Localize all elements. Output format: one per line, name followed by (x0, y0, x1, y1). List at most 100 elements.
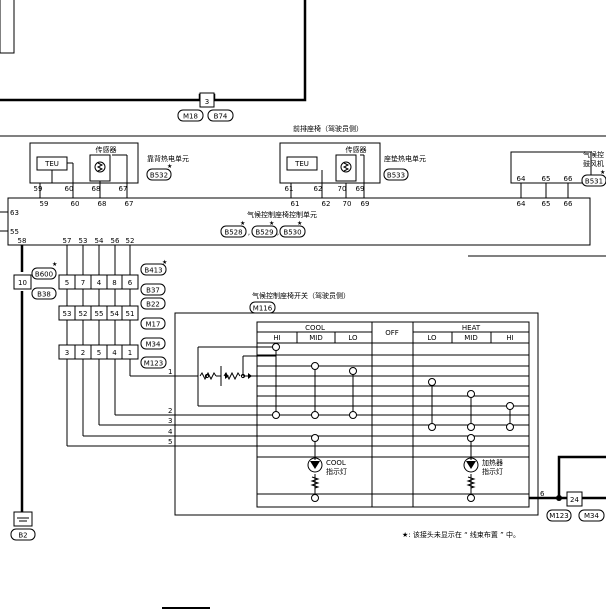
ground-box (13, 511, 33, 527)
cu-bottom-pin: 53 (79, 237, 88, 245)
harness-conn: M123 (144, 360, 163, 368)
cu-connector: B530 (283, 229, 301, 237)
harness-star: ★ (162, 259, 167, 266)
switch-terminal: 1 (168, 368, 172, 376)
ground-connector: B2 (18, 532, 27, 540)
right-connector-pin: 24 (570, 496, 579, 504)
right-star: ★ (600, 169, 605, 176)
harness-pin: 4 (97, 279, 102, 287)
right-unit-connector: B531 (585, 178, 603, 186)
heat-mode: HI (506, 334, 513, 342)
top-connector-box (199, 92, 215, 108)
right-pin: 66 (564, 175, 573, 183)
harness-pin: 5 (65, 279, 69, 287)
cu-bottom-pin: 52 (126, 237, 135, 245)
cu-pin: 66 (564, 200, 573, 208)
right-unit-box (510, 151, 592, 184)
cu-star: ★ (240, 220, 245, 227)
harness-star: ★ (52, 261, 57, 268)
cu-pin: 65 (542, 200, 551, 208)
cu-pin: 59 (40, 200, 49, 208)
cushion-connector: B533 (387, 172, 405, 180)
cu-pin: 68 (98, 200, 107, 208)
switch-title: 气候控制座椅开关（驾驶员侧） (252, 291, 350, 300)
top-connector-id-2: B74 (214, 113, 228, 121)
cu-title: 气候控制座椅控制单元 (247, 210, 317, 219)
harness-row2-box (58, 305, 139, 321)
right-connector-box (566, 491, 583, 507)
switch-connector: M116 (253, 305, 273, 313)
back-unit-label: 靠背热电单元 (147, 154, 189, 163)
harness-conn: M34 (146, 341, 161, 349)
right-unit-label-1: 气候控 (583, 150, 604, 159)
harness-conn: B37 (146, 287, 160, 295)
harness-row1-box (58, 274, 139, 290)
back-star: ★ (167, 163, 172, 170)
right-connector-id: M123 (549, 512, 568, 520)
back-pin: 59 (34, 185, 43, 193)
back-pin: 67 (119, 185, 128, 193)
resistor-2 (223, 371, 241, 381)
back-pin: 68 (92, 185, 101, 193)
cu-bottom-pin: 56 (111, 237, 120, 245)
cushion-sensor-box (335, 154, 357, 182)
back-pin: 60 (65, 185, 74, 193)
cool-mode: LO (348, 334, 358, 342)
heat-lamp-resistor (466, 476, 476, 489)
back-sensor-zigzag (96, 162, 104, 172)
cu-bottom-pin: 54 (95, 237, 104, 245)
junction-dot (556, 495, 562, 501)
cushion-unit-label: 座垫热电单元 (384, 154, 426, 163)
control-unit-box (7, 197, 591, 246)
cu-pin: 69 (361, 200, 370, 208)
harness-pin: 52 (79, 310, 88, 318)
cool-mode: HI (273, 334, 280, 342)
harness-pin: 51 (126, 310, 135, 318)
footnote: ★: 该接头未显示在 “ 线束布置 ” 中。 (402, 530, 520, 539)
cu-star: ★ (297, 220, 302, 227)
harness-pin: 3 (65, 349, 69, 357)
top-connector-pin: 3 (205, 98, 209, 106)
heat-mode: LO (427, 334, 437, 342)
section-title: 前排座椅（驾驶员侧） (293, 124, 363, 133)
right-unit-label-2: 鼓风机 (583, 159, 604, 168)
switch-terminal: 4 (168, 428, 173, 436)
harness-pin: 1 (128, 349, 132, 357)
cushion-sensor-icon (340, 161, 352, 173)
heat-lamp-icon (466, 461, 476, 469)
cu-pin: 64 (517, 200, 526, 208)
heat-header: HEAT (462, 324, 481, 332)
arrow-1 (225, 373, 229, 379)
cool-lamp-label: COOL (326, 459, 346, 467)
back-teu-label: TEU (44, 160, 59, 168)
harness-left-box (13, 274, 32, 290)
harness-pin: 8 (112, 279, 116, 287)
cu-side-pin: 55 (10, 228, 19, 236)
switch-terminal: 5 (168, 438, 172, 446)
harness-row3-box (58, 344, 139, 360)
cu-pin: 61 (291, 200, 300, 208)
off-header: OFF (385, 329, 399, 337)
harness-pin: 4 (112, 349, 117, 357)
heat-lamp-label: 指示灯 (482, 467, 503, 476)
right-pin: 64 (517, 175, 526, 183)
cushion-sensor-zigzag (342, 162, 350, 172)
cushion-teu-label: TEU (294, 160, 309, 168)
harness-pin: 5 (97, 349, 101, 357)
top-wire (0, 0, 307, 102)
resistor-1 (199, 371, 217, 381)
cu-pin: 67 (125, 200, 134, 208)
harness-pin: 6 (128, 279, 133, 287)
cushion-heater-box (279, 142, 381, 184)
cu-pin: 70 (343, 200, 352, 208)
cu-comma: , (248, 229, 250, 237)
harness-pin: 54 (110, 310, 119, 318)
cushion-pin: 70 (338, 185, 347, 193)
harness-pin: 55 (95, 310, 104, 318)
cool-lamp-resistor (310, 476, 320, 489)
cu-bottom-pin: 57 (63, 237, 72, 245)
cushion-sensor-label: 传感器 (346, 145, 367, 154)
switch-out-pin: 6 (540, 490, 545, 498)
harness-left-conn: B600 (35, 271, 53, 279)
